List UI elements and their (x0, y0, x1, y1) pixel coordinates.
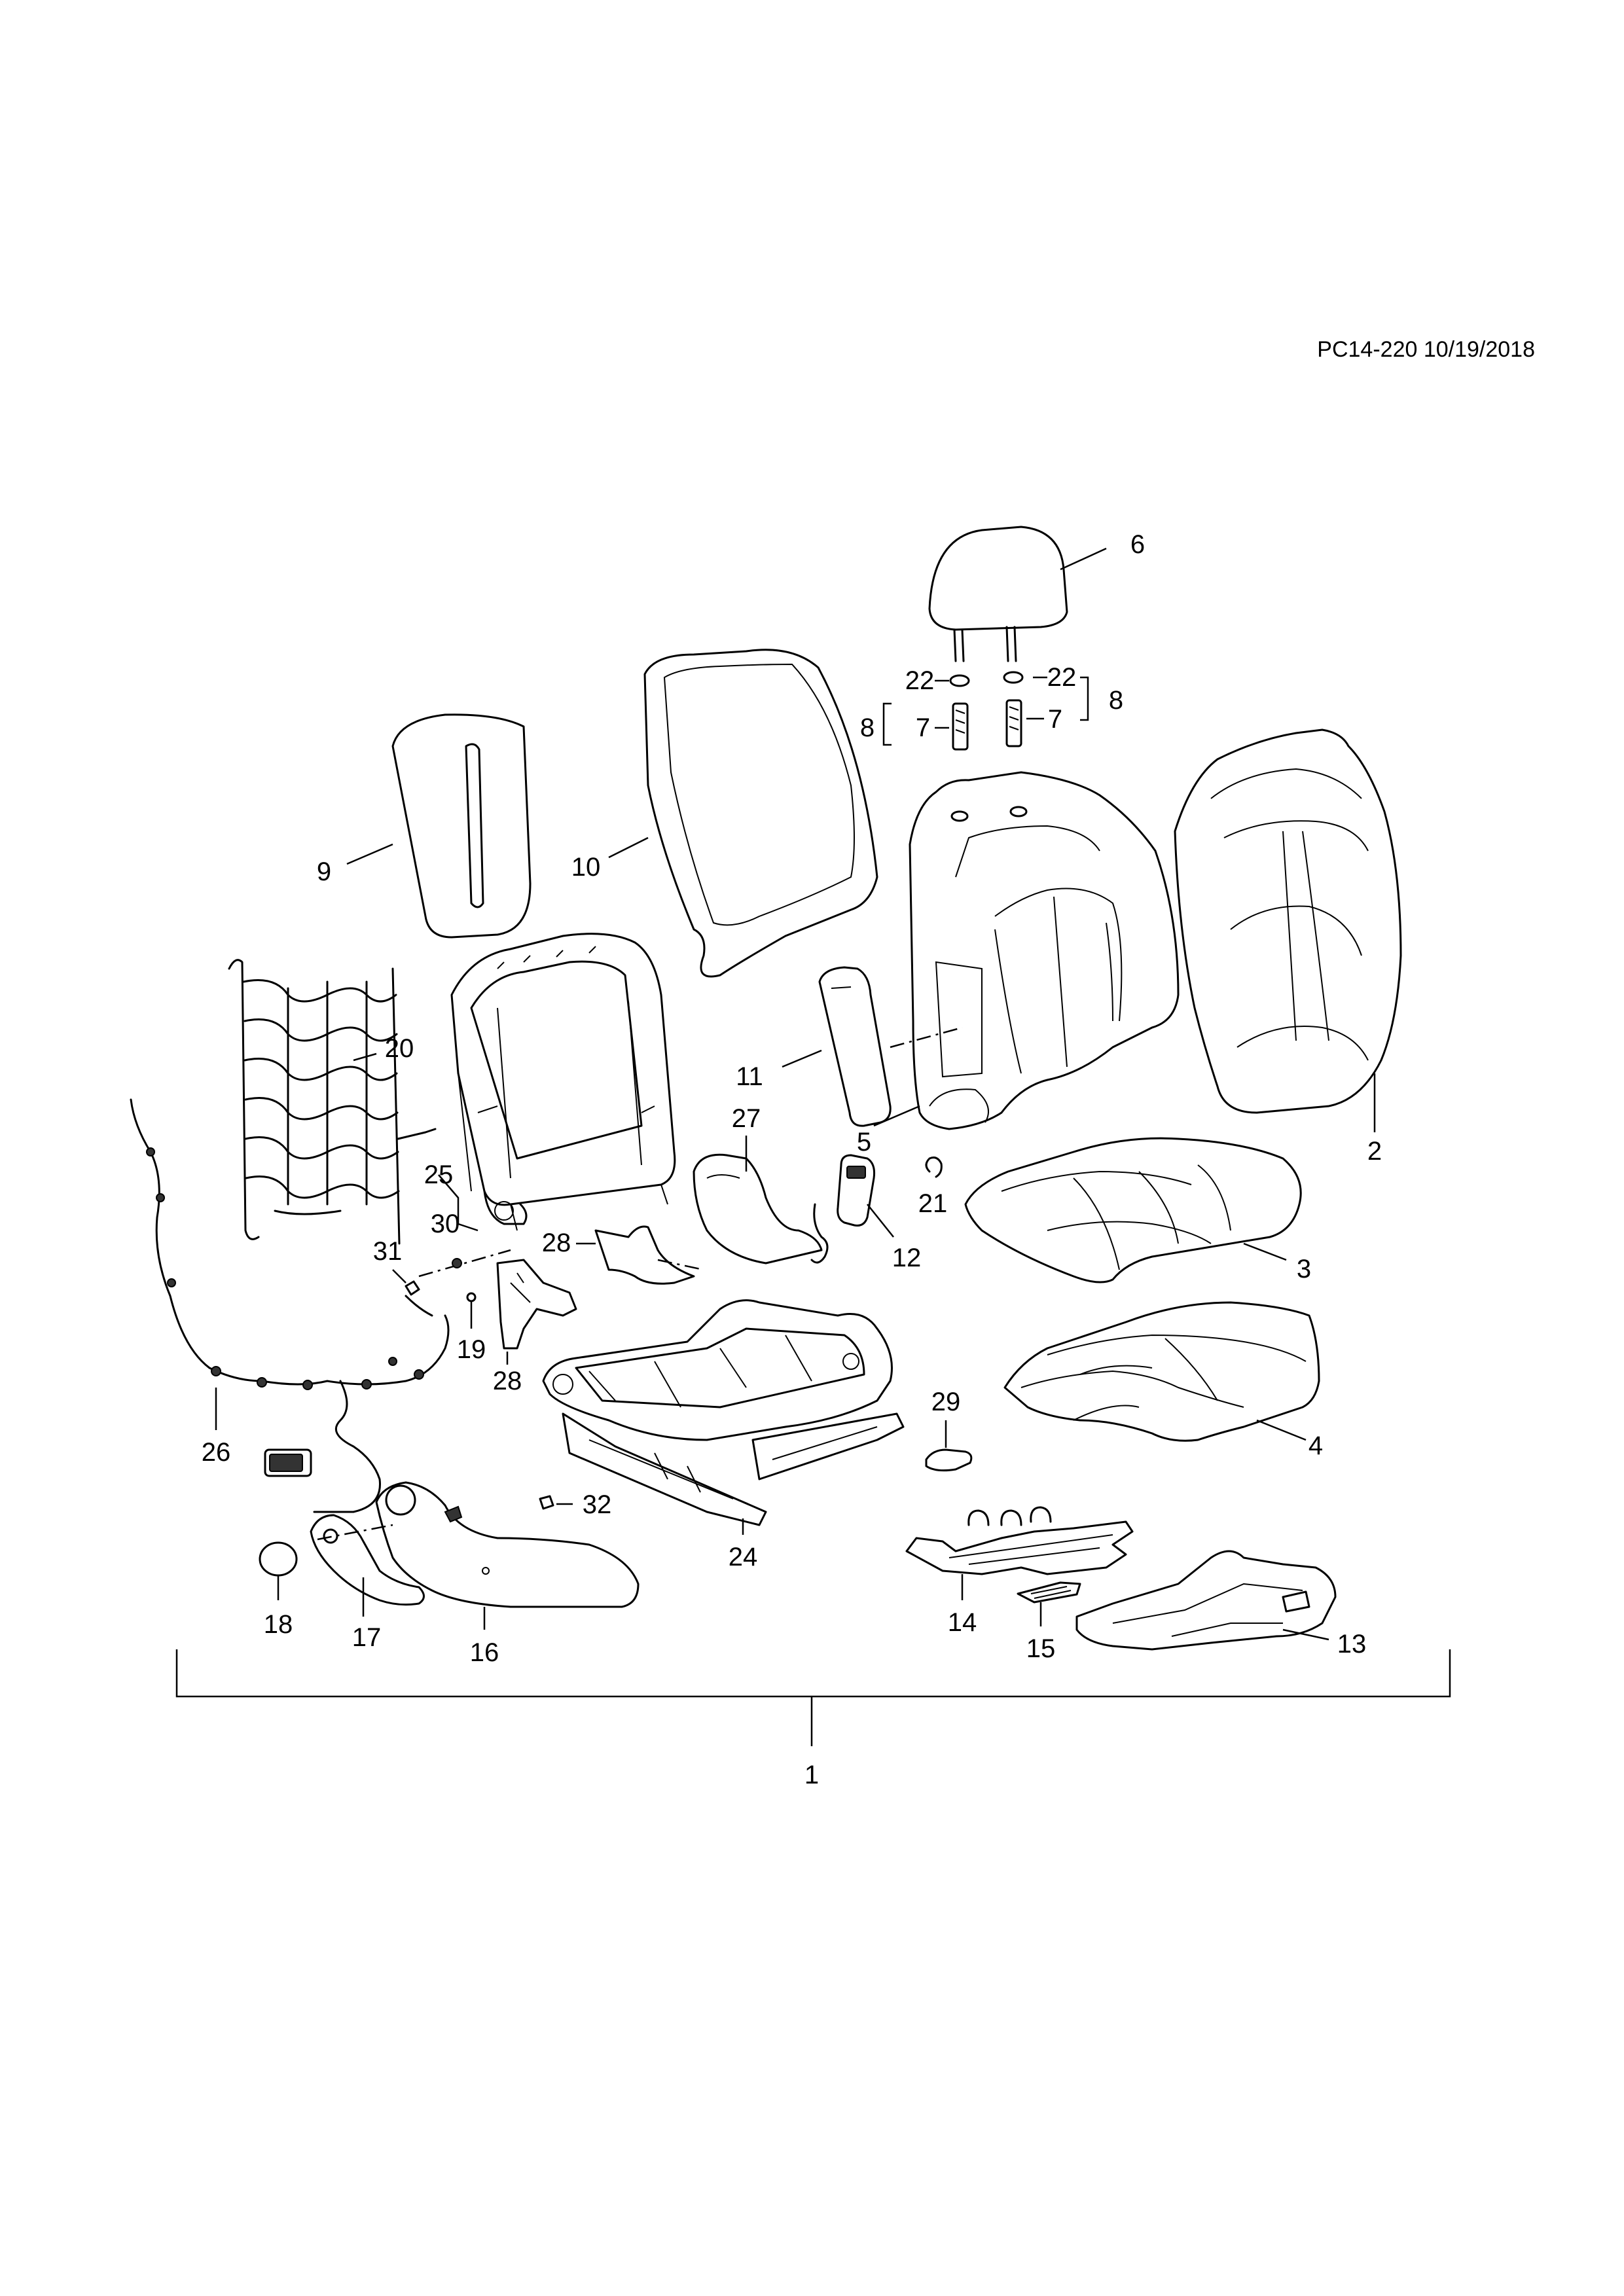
callout-18: 18 (264, 1610, 293, 1639)
callout-32: 32 (583, 1490, 612, 1519)
callout-26: 26 (202, 1438, 231, 1467)
callout-6: 6 (1130, 530, 1145, 559)
part-20-spring-mat (228, 959, 437, 1245)
part-24-seat-adjuster (542, 1299, 905, 1535)
callout-4: 4 (1308, 1431, 1323, 1460)
callout-10: 10 (571, 853, 601, 882)
part-17-inner-shield (310, 1514, 425, 1617)
part-3-cushion-cover (964, 1137, 1302, 1283)
callout-7-right: 7 (1048, 705, 1062, 734)
part-15-plate (1017, 1581, 1081, 1626)
part-32-screw (539, 1495, 573, 1510)
callout-25: 25 (424, 1160, 454, 1189)
callout-27: 27 (732, 1104, 761, 1133)
part-1-assembly-bracket (175, 1649, 1451, 1746)
part-11-side-airbag (782, 966, 963, 1127)
callout-5: 5 (857, 1128, 871, 1157)
part-5-seatback-cover (873, 771, 1180, 1130)
part-6-headrest (928, 526, 1107, 662)
part-14-wire-frame (905, 1506, 1134, 1600)
callout-3: 3 (1297, 1255, 1311, 1283)
part-10-back-pad (608, 649, 878, 978)
part-26-wiring-harness (130, 1098, 450, 1513)
callout-7-left: 7 (916, 713, 930, 742)
callout-9: 9 (317, 857, 331, 886)
callout-22-left: 22 (905, 666, 935, 695)
callout-15: 15 (1026, 1634, 1056, 1663)
callout-22-right: 22 (1047, 663, 1077, 692)
part-13-lower-pan (1075, 1550, 1337, 1651)
callout-14: 14 (948, 1608, 977, 1637)
callout-11: 11 (736, 1062, 763, 1091)
part-9-lumbar-pad (346, 713, 532, 939)
callout-30: 30 (431, 1210, 460, 1238)
part-29-knob (925, 1420, 973, 1472)
callout-19: 19 (457, 1335, 486, 1364)
callout-1: 1 (804, 1761, 819, 1789)
callout-28-upper: 28 (542, 1229, 571, 1257)
part-28-bracket-upper (576, 1225, 704, 1285)
part-2-back-trim-cover (1174, 728, 1402, 1132)
callout-16: 16 (470, 1638, 499, 1667)
part-27-bracket (693, 1136, 823, 1265)
callout-29: 29 (931, 1388, 961, 1416)
part-28-bracket-lower (496, 1259, 577, 1365)
callout-12: 12 (892, 1244, 922, 1272)
callout-13: 13 (1337, 1630, 1367, 1659)
part-16-outer-shield (375, 1481, 640, 1630)
callout-24: 24 (729, 1543, 758, 1571)
callout-21: 21 (918, 1189, 948, 1218)
seatback-frame (450, 933, 676, 1231)
callout-28-lower: 28 (493, 1367, 522, 1395)
diagram-reference: PC14-220 10/19/2018 (1317, 337, 1535, 362)
callout-17: 17 (352, 1623, 382, 1652)
part-25-30-31-19-fasteners (392, 1174, 511, 1329)
part-22-7-8-guides (882, 671, 1089, 751)
callout-20: 20 (385, 1034, 414, 1063)
callout-8-left: 8 (860, 713, 875, 742)
callout-2: 2 (1367, 1137, 1382, 1166)
part-12-seatbelt-buckle (810, 1154, 894, 1264)
callout-31: 31 (373, 1237, 403, 1266)
part-18-cap (259, 1541, 298, 1600)
callout-8-right: 8 (1109, 686, 1123, 715)
part-21-clip (925, 1157, 943, 1178)
part-4-cushion-pad (1003, 1301, 1320, 1442)
